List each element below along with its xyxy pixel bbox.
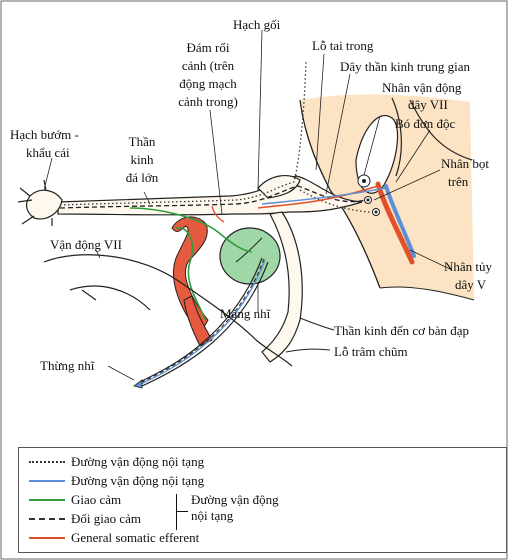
tympanic-membrane	[220, 228, 280, 284]
legend-label: Đường vận động nội tạng	[71, 473, 204, 489]
label-nhan-tuy: Nhân tủy	[444, 259, 492, 274]
label-than-1: Thần	[112, 134, 172, 149]
label-day-vii: dây VII	[408, 97, 448, 112]
label-dam-roi-4: cảnh trong)	[163, 94, 253, 109]
legend-bracket-line-1: Đường vận động	[191, 492, 279, 508]
legend-label: Đường vận động nội tạng	[71, 454, 204, 470]
label-hach-buom-1: Hạch bướm -	[10, 127, 79, 142]
label-than-2: kinh	[112, 152, 172, 167]
legend-swatch-blue	[29, 480, 65, 482]
label-dam-roi-1: Đám rối	[163, 40, 253, 55]
legend-bracket	[176, 494, 185, 530]
label-day-than-kinh-trung-gian: Dây thần kinh trung gian	[340, 59, 470, 74]
nerve-trunk	[58, 176, 362, 215]
label-lo-tram-chum: Lỗ trâm chũm	[334, 344, 408, 359]
stapedius-line	[300, 318, 334, 330]
legend-swatch-green	[29, 499, 65, 501]
label-van-dong-vii: Vận động VII	[50, 237, 122, 252]
legend-label: Giao cảm	[71, 492, 121, 508]
legend-bracket-tick	[176, 511, 188, 512]
label-than-3: đá lớn	[112, 170, 172, 185]
label-hach-buom-2: khẩu cái	[26, 145, 70, 160]
label-bo-don-doc: Bó đơn độc	[395, 116, 455, 131]
label-hach-goi: Hạch gối	[233, 17, 280, 32]
label-nhan-bot: Nhân bọt	[441, 156, 489, 171]
legend-label: Đối giao cảm	[71, 511, 141, 527]
stylomastoid-line	[286, 349, 330, 352]
legend: Đường vận động nội tạng Đường vận động n…	[18, 447, 507, 553]
label-lo-tai-trong: Lỗ tai trong	[312, 38, 373, 53]
legend-bracket-line-2: nội tạng	[191, 508, 279, 524]
label-day-v: dây V	[455, 277, 486, 292]
label-dam-roi-3: động mạch	[163, 76, 253, 91]
label-thung-nhi: Thừng nhĩ	[40, 358, 94, 373]
legend-bracket-label: Đường vận động nội tạng	[191, 492, 279, 524]
legend-label: General somatic efferent	[71, 530, 199, 546]
legend-swatch-dotted	[29, 461, 65, 463]
label-than-kinh-co-ban-dap: Thần kinh đến cơ bàn đạp	[334, 323, 469, 338]
pterygopalatine-ganglion	[27, 190, 62, 219]
label-tren: trên	[448, 174, 468, 189]
label-mang-nhi: Màng nhĩ	[220, 306, 270, 321]
label-dam-roi-2: cảnh (trên	[163, 58, 253, 73]
label-nhan-van-dong: Nhân vận động	[382, 80, 461, 95]
legend-swatch-orange	[29, 537, 65, 539]
legend-swatch-dashed	[29, 518, 65, 520]
